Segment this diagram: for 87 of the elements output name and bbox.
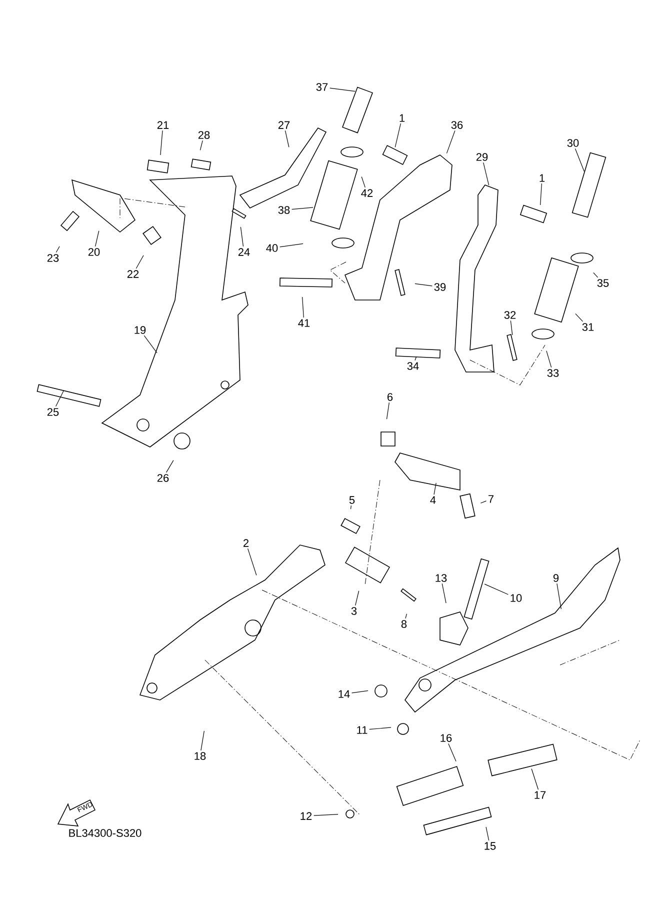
callout-number: 16 bbox=[440, 734, 452, 742]
callout-number: 8 bbox=[401, 620, 407, 628]
callout-number: 3 bbox=[351, 607, 357, 615]
callout-number: 31 bbox=[582, 323, 594, 331]
callout-number: 2 bbox=[244, 539, 248, 547]
callout-number: 20 bbox=[88, 248, 100, 256]
leader-line bbox=[434, 482, 436, 495]
leader-line bbox=[405, 614, 408, 619]
callout-number: 14 bbox=[338, 690, 350, 698]
leader-line bbox=[292, 207, 314, 210]
leader-line bbox=[314, 814, 338, 816]
callout-number: 22 bbox=[127, 270, 139, 278]
callout-number: 26 bbox=[157, 474, 169, 482]
callout-number: 1 bbox=[400, 114, 405, 122]
leader-line bbox=[200, 140, 203, 150]
leader-line bbox=[144, 335, 158, 354]
leader-line bbox=[248, 548, 257, 576]
callout-number: 42 bbox=[361, 189, 373, 197]
callout-number: 34 bbox=[407, 362, 419, 370]
leader-line bbox=[200, 730, 204, 751]
leader-line bbox=[350, 505, 352, 510]
callout-number: 11 bbox=[357, 726, 368, 734]
callout-number: 39 bbox=[434, 283, 446, 291]
leader-line bbox=[574, 148, 584, 172]
callout-number: 40 bbox=[266, 244, 278, 252]
leader-line bbox=[394, 123, 402, 148]
leader-line bbox=[540, 183, 542, 206]
leader-line bbox=[575, 313, 584, 322]
leader-line bbox=[593, 272, 598, 278]
callout-number: 33 bbox=[547, 369, 559, 377]
leader-line bbox=[240, 226, 244, 247]
callout-number: 9 bbox=[553, 574, 559, 582]
leader-line bbox=[355, 590, 360, 606]
callout-number: 12 bbox=[300, 812, 312, 820]
callout-number: 27 bbox=[278, 121, 290, 129]
leader-line bbox=[361, 176, 366, 188]
leader-line bbox=[136, 255, 144, 269]
leader-line bbox=[284, 130, 290, 148]
callout-number: 24 bbox=[238, 248, 250, 256]
leader-line bbox=[166, 460, 174, 473]
leader-line bbox=[330, 88, 356, 92]
callout-number: 32 bbox=[504, 311, 516, 319]
leader-line bbox=[56, 246, 60, 253]
callout-number: 4 bbox=[430, 496, 436, 504]
callout-number: 21 bbox=[157, 121, 169, 129]
leader-line bbox=[302, 296, 304, 318]
callout-number: 30 bbox=[567, 139, 579, 147]
callout-number: 36 bbox=[451, 121, 463, 129]
leader-line bbox=[556, 583, 562, 610]
callout-number: 13 bbox=[436, 574, 447, 582]
callout-number: 29 bbox=[476, 153, 488, 161]
callout-number: 28 bbox=[198, 131, 210, 139]
leader-line bbox=[484, 584, 508, 595]
leader-line bbox=[486, 826, 490, 841]
callout-number: 10 bbox=[510, 594, 522, 602]
callout-number: 15 bbox=[484, 842, 496, 850]
leader-line bbox=[386, 402, 390, 420]
callout-number: 35 bbox=[597, 279, 609, 287]
leader-line bbox=[446, 130, 456, 154]
callout-number: 1 bbox=[540, 174, 545, 182]
leader-line bbox=[546, 350, 552, 368]
callout-number: 18 bbox=[194, 752, 206, 760]
leader-line bbox=[369, 727, 392, 730]
callout-number: 41 bbox=[298, 319, 310, 327]
leader-line bbox=[56, 390, 64, 407]
leader-line bbox=[414, 356, 417, 361]
callout-number: 25 bbox=[47, 408, 59, 416]
callout-number: 37 bbox=[316, 83, 328, 91]
leader-line bbox=[480, 500, 487, 504]
diagram-code: BL34300-S320 bbox=[69, 829, 142, 837]
callout-number: 38 bbox=[278, 206, 290, 214]
leader-line bbox=[510, 320, 513, 336]
leader-line bbox=[483, 162, 490, 186]
leader-line bbox=[442, 583, 446, 604]
leader-line bbox=[160, 130, 163, 156]
callout-number: 7 bbox=[488, 495, 494, 503]
callout-number: 6 bbox=[388, 393, 393, 401]
callout-number: 17 bbox=[534, 791, 546, 799]
leader-line bbox=[414, 283, 432, 286]
leader-line bbox=[531, 768, 539, 790]
callout-number: 19 bbox=[134, 326, 146, 334]
callout-number: 5 bbox=[349, 496, 355, 504]
leader-line bbox=[280, 243, 304, 248]
callout-number: 23 bbox=[47, 254, 59, 262]
leader-line bbox=[448, 743, 456, 762]
leader-line bbox=[95, 230, 100, 247]
leader-line bbox=[352, 690, 368, 694]
